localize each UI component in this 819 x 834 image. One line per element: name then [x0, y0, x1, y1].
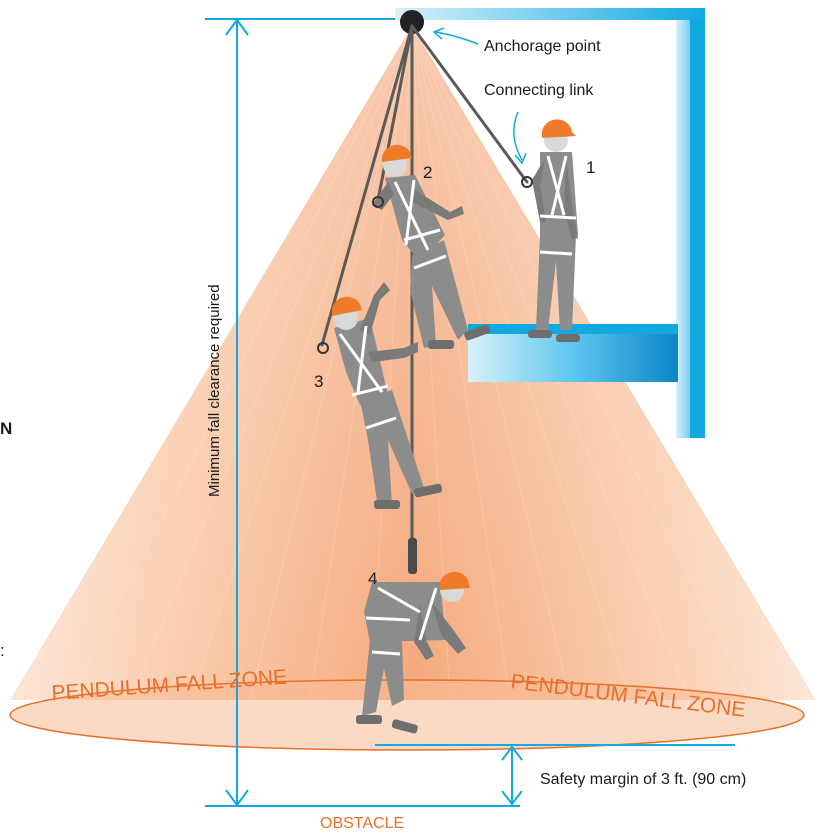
worker-2-label: 2: [423, 163, 432, 182]
edge-fragment-n: N: [0, 419, 12, 438]
worker-3-label: 3: [314, 372, 323, 391]
fall-zone-ellipse: [9, 679, 805, 751]
worker-4-label: 4: [368, 569, 377, 588]
worker-4-figure: [356, 571, 470, 734]
label-arrows: [432, 27, 527, 165]
safety-margin-label: Safety margin of 3 ft. (90 cm): [540, 771, 746, 788]
worker-1-figure: [521, 119, 580, 342]
worker-1-label: 1: [586, 158, 595, 177]
anchorage-label: Anchorage point: [484, 38, 601, 55]
worker-3-figure: [317, 282, 443, 509]
edge-fragment-colon: :: [0, 641, 5, 660]
clearance-dimension: [205, 18, 520, 807]
building-structure: [395, 8, 705, 438]
obstacle-label: OBSTACLE: [320, 815, 404, 832]
safety-margin-dimension: [375, 744, 735, 806]
connecting-link-label: Connecting link: [484, 82, 594, 99]
worker-2-figure: [372, 144, 491, 349]
clearance-label: Minimum fall clearance required: [206, 284, 223, 497]
